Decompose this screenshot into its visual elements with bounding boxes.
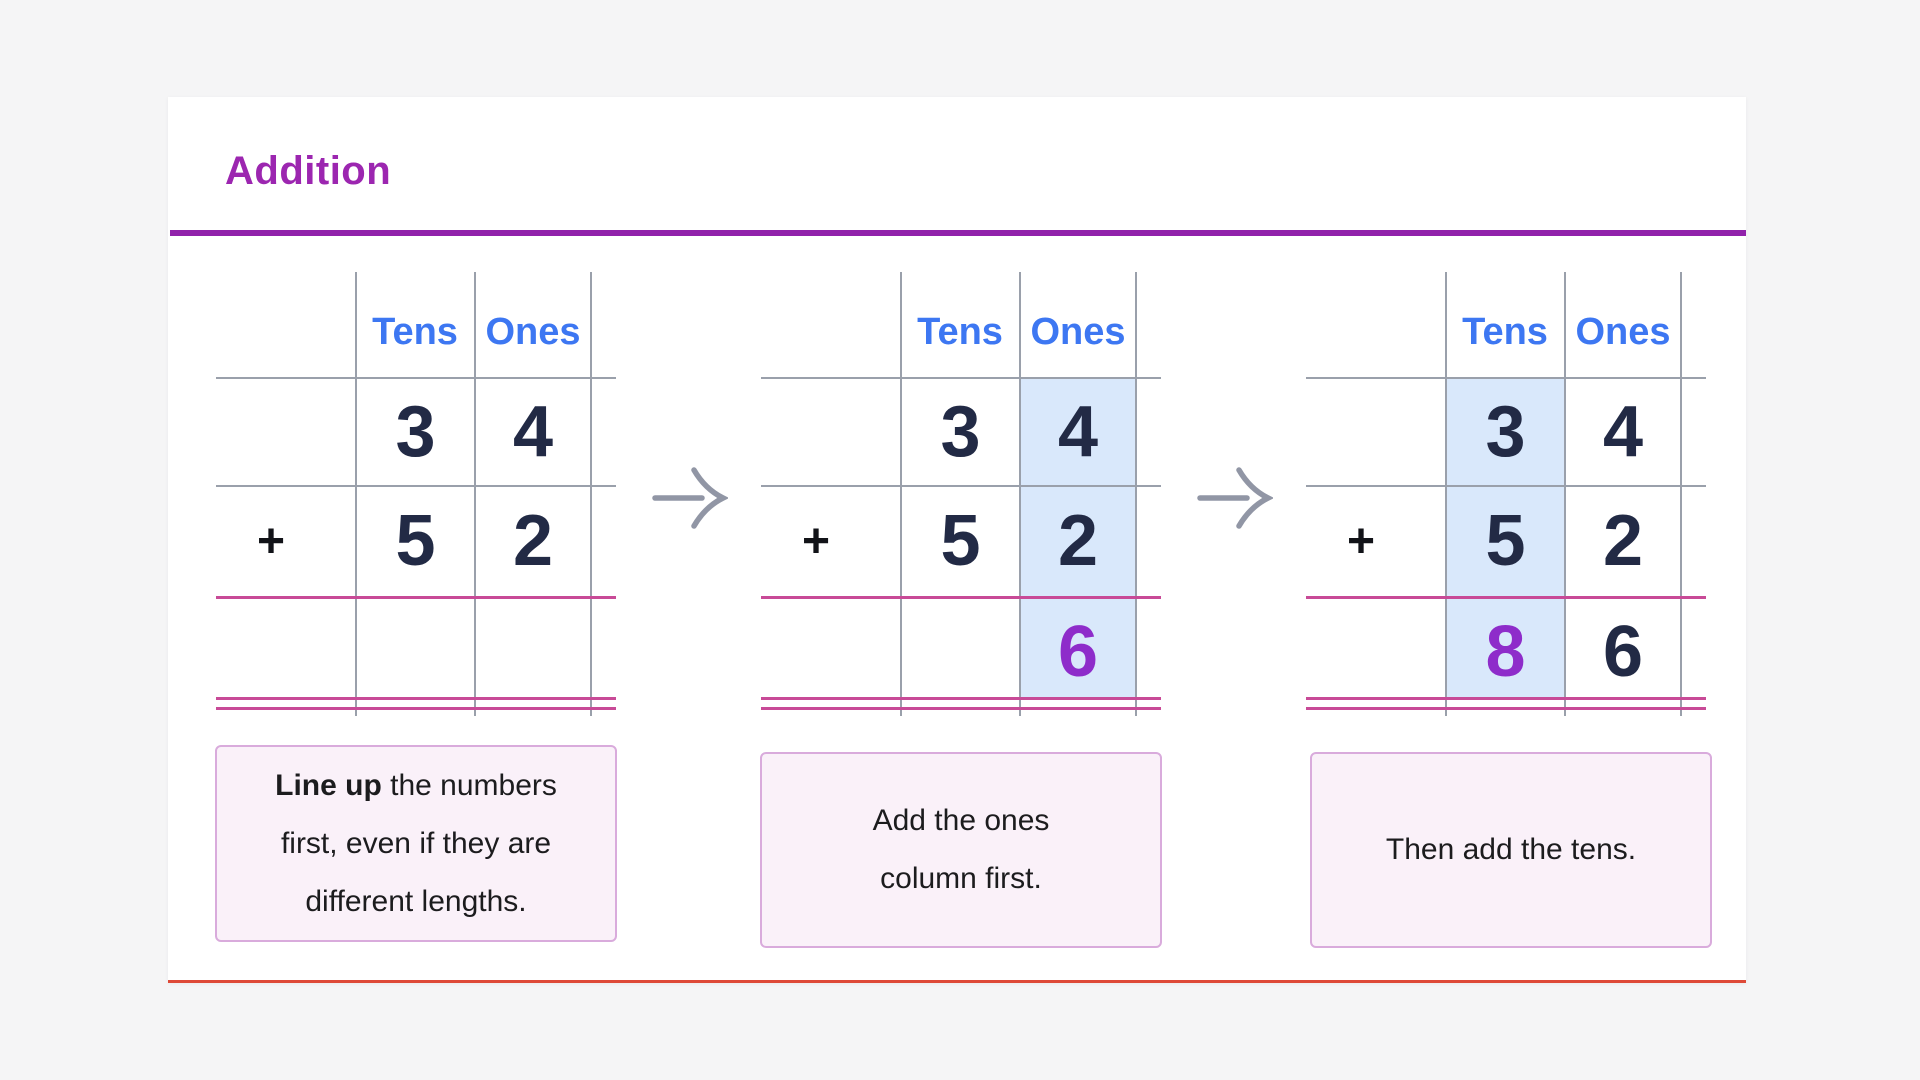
result-double-line bbox=[216, 697, 616, 700]
tens-header: Tens bbox=[917, 311, 1003, 353]
grid-horizontal-line bbox=[216, 485, 616, 487]
caption-box-step-2: Add the ones column first. bbox=[760, 752, 1162, 948]
grid-vertical-line bbox=[355, 272, 357, 716]
digit-result-tens bbox=[357, 600, 474, 697]
caption-line: column first. bbox=[880, 862, 1042, 895]
caption-line: Then add the tens. bbox=[1385, 833, 1637, 866]
grid-horizontal-line bbox=[1306, 377, 1706, 379]
digit-bottom-tens: 5 bbox=[1485, 501, 1526, 581]
result-double-line bbox=[1306, 697, 1706, 700]
ones-column-highlight bbox=[1021, 378, 1135, 697]
ones-header: Ones bbox=[1575, 311, 1671, 353]
grid-vertical-line bbox=[900, 272, 902, 716]
caption-line: Line up the numbers bbox=[275, 757, 557, 815]
caption-line: different lengths. bbox=[305, 884, 527, 918]
digit-result-tens bbox=[902, 600, 1019, 697]
grid-vertical-line bbox=[590, 272, 592, 716]
digit-top-tens: 3 bbox=[395, 392, 436, 472]
ones-header: Ones bbox=[485, 311, 581, 353]
plus-operator: + bbox=[801, 514, 831, 568]
result-double-line bbox=[1306, 707, 1706, 710]
grid-vertical-line bbox=[1135, 272, 1137, 716]
tens-header: Tens bbox=[372, 311, 458, 353]
plus-operator: + bbox=[256, 514, 286, 568]
grid-vertical-line bbox=[1019, 272, 1021, 716]
worksheet-card: Addition Tens Ones 3 4 + 5 2 Tens Ones bbox=[168, 97, 1746, 983]
ones-header: Ones bbox=[1030, 311, 1126, 353]
grid-horizontal-line bbox=[216, 377, 616, 379]
digit-bottom-tens: 5 bbox=[395, 501, 436, 581]
arrow-right-icon bbox=[1197, 467, 1273, 529]
grid-horizontal-line bbox=[761, 485, 1161, 487]
caption-text: the numbers bbox=[381, 768, 557, 802]
digit-bottom-ones: 2 bbox=[1602, 501, 1644, 581]
result-double-line bbox=[761, 697, 1161, 700]
grid-horizontal-line bbox=[761, 377, 1161, 379]
sum-line bbox=[1306, 596, 1706, 599]
grid-horizontal-line bbox=[1306, 485, 1706, 487]
title-divider bbox=[170, 230, 1746, 236]
digit-top-tens: 3 bbox=[940, 392, 981, 472]
caption-bold-text: Line up bbox=[275, 768, 382, 802]
digit-bottom-ones: 2 bbox=[1057, 501, 1099, 581]
tens-column-highlight bbox=[1447, 378, 1564, 697]
grid-vertical-line bbox=[1445, 272, 1447, 716]
digit-result-ones bbox=[476, 600, 590, 697]
plus-operator: + bbox=[1346, 514, 1376, 568]
caption-box-step-3: Then add the tens. bbox=[1310, 752, 1712, 948]
caption-line: first, even if they are bbox=[280, 826, 552, 860]
place-value-grid-step-1: Tens Ones 3 4 + 5 2 bbox=[216, 272, 616, 716]
result-double-line bbox=[761, 707, 1161, 710]
digit-result-ones: 6 bbox=[1057, 611, 1099, 692]
digit-result-ones: 6 bbox=[1602, 611, 1644, 692]
grid-vertical-line bbox=[1680, 272, 1682, 716]
digit-top-ones: 4 bbox=[1057, 392, 1099, 472]
sum-line bbox=[761, 596, 1161, 599]
caption-line: Add the ones bbox=[872, 804, 1050, 837]
sum-line bbox=[216, 596, 616, 599]
page-title: Addition bbox=[225, 149, 392, 193]
place-value-grid-step-3: Tens Ones 3 4 + 5 2 8 6 bbox=[1306, 272, 1706, 716]
tens-header: Tens bbox=[1462, 311, 1548, 353]
result-double-line bbox=[216, 707, 616, 710]
digit-bottom-tens: 5 bbox=[940, 501, 981, 581]
digit-result-tens: 8 bbox=[1485, 611, 1526, 692]
place-value-grid-step-2: Tens Ones 3 4 + 5 2 6 bbox=[761, 272, 1161, 716]
arrow-right-icon bbox=[652, 467, 728, 529]
grid-vertical-line bbox=[474, 272, 476, 716]
caption-box-step-1: Line up the numbers first, even if they … bbox=[215, 745, 617, 942]
grid-vertical-line bbox=[1564, 272, 1566, 716]
digit-top-tens: 3 bbox=[1485, 392, 1526, 472]
digit-bottom-ones: 2 bbox=[512, 501, 554, 581]
digit-top-ones: 4 bbox=[512, 392, 554, 472]
digit-top-ones: 4 bbox=[1602, 392, 1644, 472]
